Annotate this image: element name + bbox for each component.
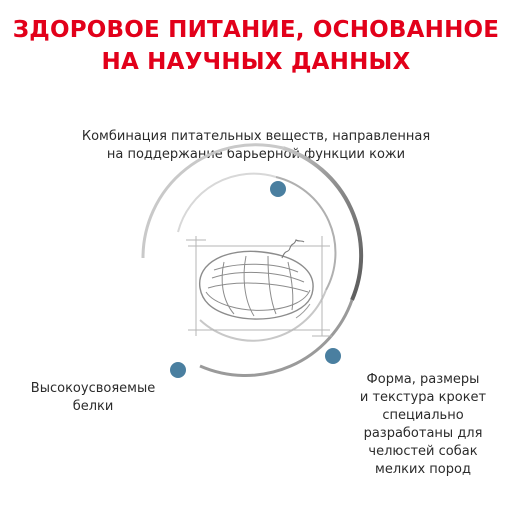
benefit-kibble-shape-line-2: и текстура крокет	[359, 390, 487, 405]
benefit-skin-barrier-line-1: Комбинация питательных веществ, направле…	[81, 129, 431, 144]
benefit-skin-barrier: Комбинация питательных веществ, направле…	[0, 128, 512, 164]
benefit-protein-line-1: Высокоусвояемые	[30, 381, 156, 396]
benefit-skin-barrier-line-2: на поддержание барьерной функции кожи	[106, 147, 406, 162]
benefit-kibble-shape-line-6: мелких пород	[375, 462, 471, 477]
benefit-protein-line-2: белки	[72, 399, 114, 414]
headline-line-1: ЗДОРОВОЕ ПИТАНИЕ, ОСНОВАННОЕ	[12, 17, 500, 43]
benefit-protein: Высокоусвояемые белки	[18, 380, 168, 416]
headline-line-2: НА НАУЧНЫХ ДАННЫХ	[101, 49, 411, 75]
benefit-kibble-shape-line-3: специально	[382, 408, 464, 423]
benefit-kibble-shape-line-5: челюстей собак	[368, 444, 478, 459]
inner-ring	[177, 172, 337, 342]
benefit-kibble-shape: Форма, размеры и текстура крокет специал…	[338, 371, 508, 479]
benefit-kibble-shape-line-1: Форма, размеры	[366, 372, 480, 387]
benefit-kibble-shape-line-4: разработаны для	[363, 426, 483, 441]
kibble-sketch-icon	[186, 236, 332, 337]
blue-dot-icon-top	[270, 181, 286, 197]
blue-dot-icon-left	[170, 362, 186, 378]
blue-dot-icon-right	[325, 348, 341, 364]
headline: ЗДОРОВОЕ ПИТАНИЕ, ОСНОВАННОЕ НА НАУЧНЫХ …	[0, 14, 512, 78]
outer-ring	[141, 143, 364, 377]
